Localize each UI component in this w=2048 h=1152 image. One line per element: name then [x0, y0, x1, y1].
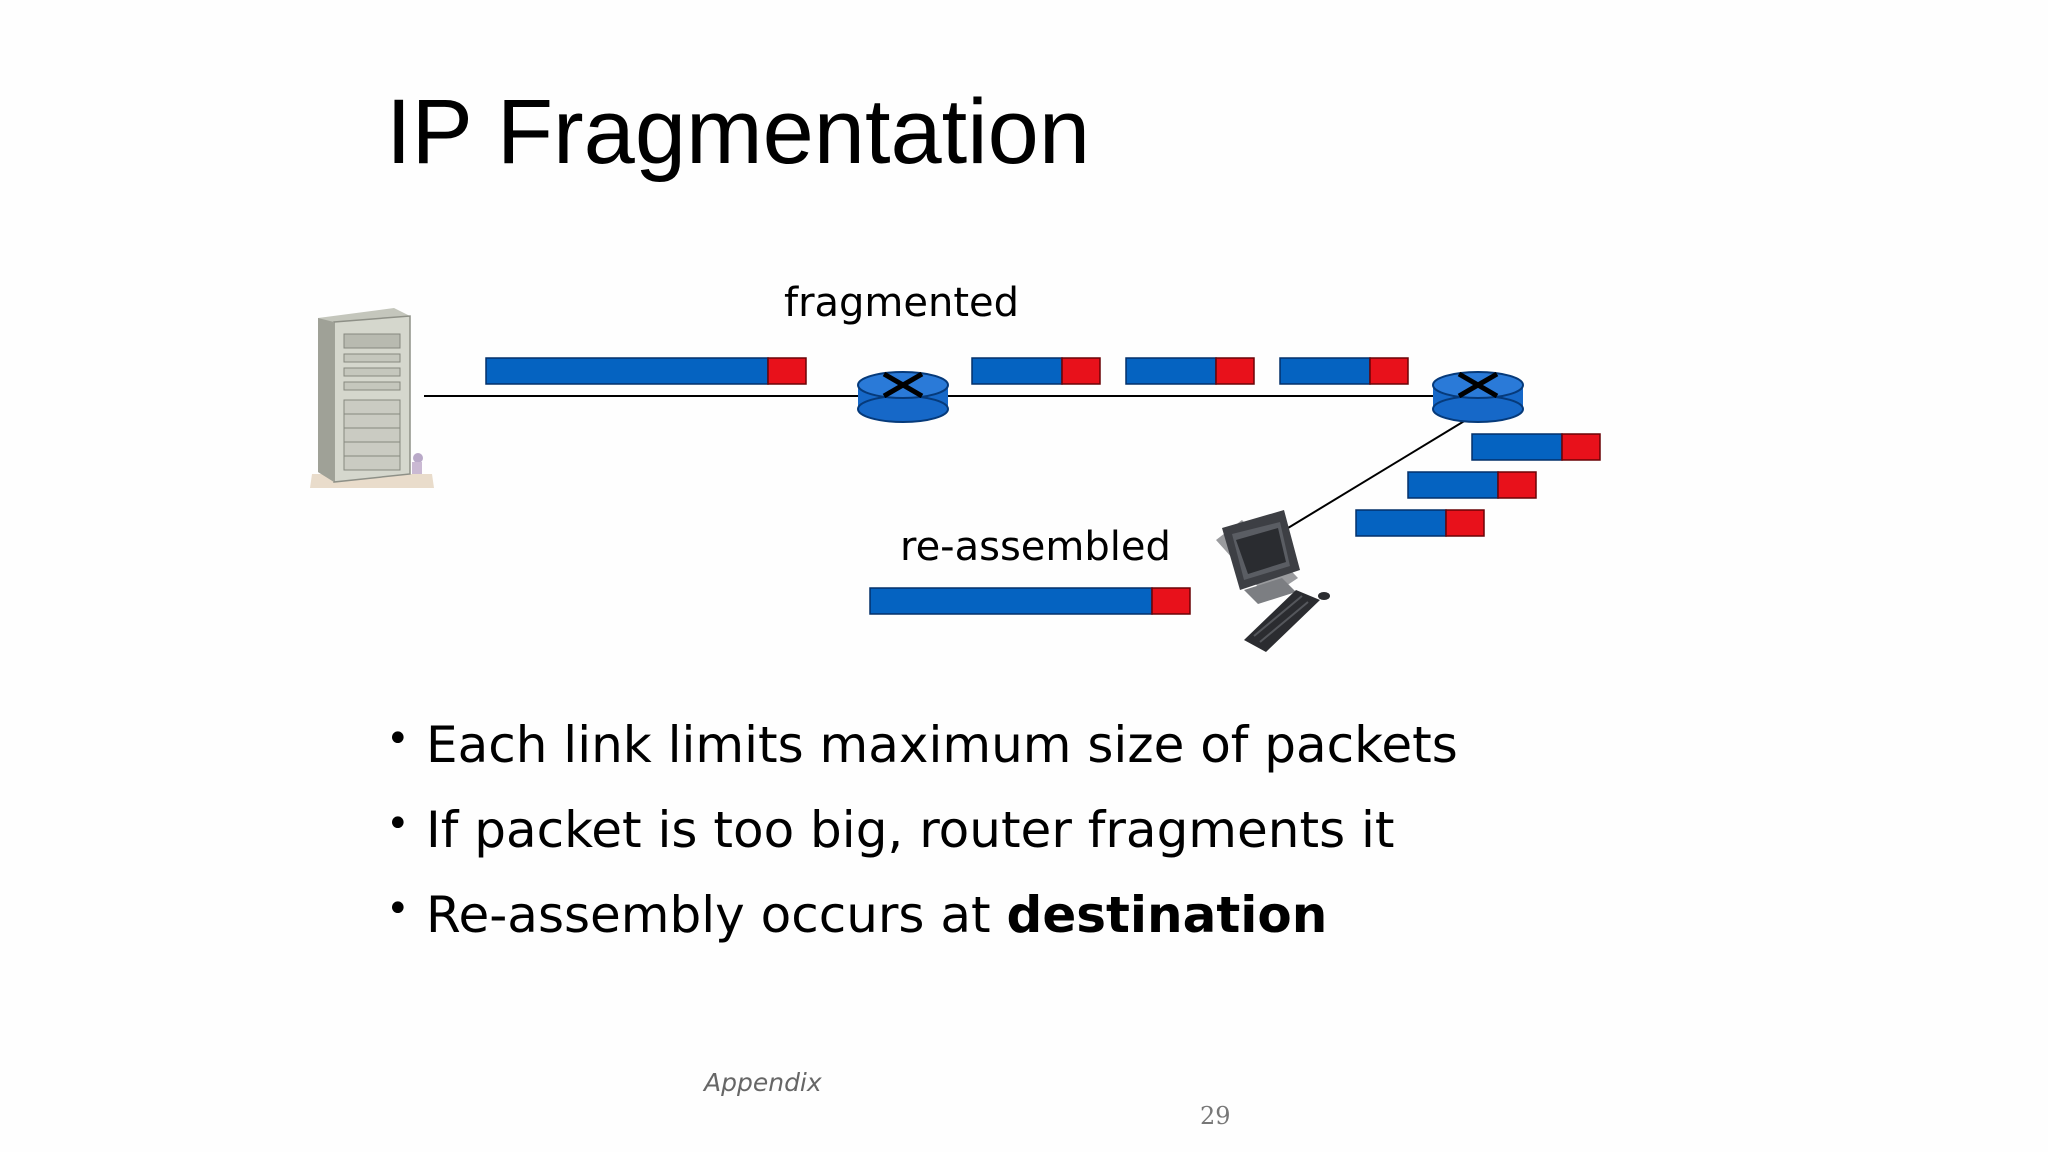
- label-fragmented: fragmented: [784, 280, 1020, 326]
- bullet-text: Each link limits maximum size of packets: [426, 716, 1458, 774]
- fragment-payload: [1407, 471, 1499, 499]
- fragment-header: [1497, 471, 1537, 499]
- fragment-payload: [1355, 509, 1447, 537]
- server-icon: [310, 308, 434, 488]
- fragment-header: [1061, 357, 1101, 385]
- bullet-list: Each link limits maximum size of packets…: [384, 704, 1458, 965]
- bullet-text: Re-assembly occurs at: [426, 886, 1007, 944]
- packet-payload: [485, 357, 769, 385]
- bullet-item: Re-assembly occurs at destination: [384, 874, 1458, 965]
- router-icon: [1432, 371, 1524, 423]
- slide-title: IP Fragmentation: [386, 81, 1091, 183]
- fragment: [971, 357, 1101, 385]
- packet-header: [767, 357, 807, 385]
- footer-note: Appendix: [704, 1068, 822, 1097]
- fragment-header: [1445, 509, 1485, 537]
- fragment-header: [1215, 357, 1255, 385]
- fragment: [1407, 471, 1537, 499]
- bullet-emphasis: destination: [1006, 886, 1328, 944]
- label-reassembled: re-assembled: [900, 524, 1171, 570]
- link-router2-host: [1287, 419, 1467, 529]
- bullet-text: If packet is too big, router fragments i…: [426, 801, 1395, 859]
- fragment-payload: [1471, 433, 1563, 461]
- bullet-item: If packet is too big, router fragments i…: [384, 789, 1458, 880]
- bullet-item: Each link limits maximum size of packets: [384, 704, 1458, 795]
- desktop-computer-icon: [1216, 510, 1330, 652]
- router-icon: [857, 371, 949, 423]
- page-number: 29: [1200, 1102, 1231, 1130]
- fragment: [1125, 357, 1255, 385]
- reassembled-packet: [869, 587, 1191, 615]
- fragment-payload: [971, 357, 1063, 385]
- fragment-header: [1561, 433, 1601, 461]
- fragment-payload: [1279, 357, 1371, 385]
- packet: [485, 357, 807, 385]
- fragment: [1279, 357, 1409, 385]
- packet-payload: [869, 587, 1153, 615]
- fragment-payload: [1125, 357, 1217, 385]
- fragment: [1471, 433, 1601, 461]
- fragment-header: [1369, 357, 1409, 385]
- packet-header: [1151, 587, 1191, 615]
- fragment: [1355, 509, 1485, 537]
